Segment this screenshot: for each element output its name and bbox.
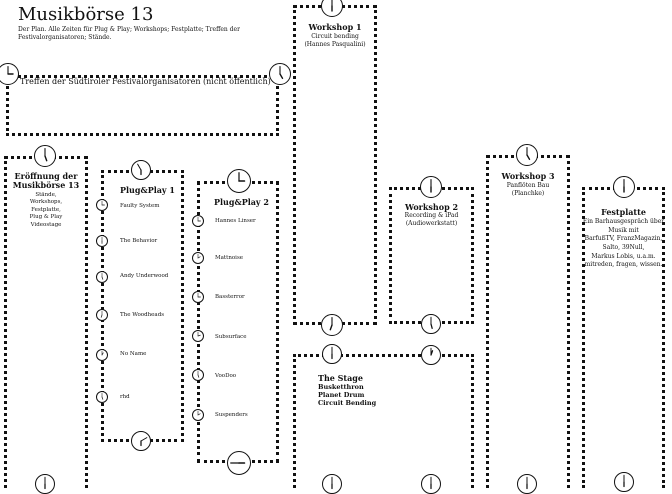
intro-line-1: Der Plan. Alle Zeiten für Plug & Play; W…: [18, 26, 240, 33]
eroeffnung-list: Stände, Workshops, Festplatte, Plug & Pl…: [4, 192, 88, 229]
workshop2-title: Workshop 2: [404, 202, 459, 212]
clock-icon: [321, 314, 343, 336]
festplatte-line: BarfußTV, FranzMagazin,: [584, 235, 663, 243]
eroeffnung-title: Eröffnung der Musikbörse 13: [4, 172, 88, 190]
clock-icon: [96, 391, 108, 403]
clock-icon: [0, 63, 19, 85]
plug1-box: [101, 170, 184, 442]
plug1-act: rhd: [120, 394, 130, 400]
eroeffnung-box: [4, 156, 88, 488]
stage-act: Busketthron: [318, 383, 364, 391]
clock-icon: [96, 349, 108, 361]
clock-icon: [516, 144, 538, 166]
plug2-title: Plug&Play 2: [214, 197, 269, 207]
clock-icon: [192, 330, 204, 342]
clock-icon: [96, 309, 108, 321]
workshop2-box: [389, 187, 474, 324]
clock-icon: [614, 472, 634, 492]
plug2-act: Subsurface: [215, 334, 247, 340]
treffen-box: [6, 75, 279, 136]
clock-icon: [227, 451, 251, 475]
clock-icon: [96, 199, 108, 211]
plug1-title: Plug&Play 1: [120, 185, 175, 195]
festplatte-lines: Ein Barhausgespräch über Musik mit Barfu…: [582, 218, 665, 270]
festplatte-line: mitreden, fragen, wissen.: [584, 261, 663, 269]
eroeffnung-title-line-1: Eröffnung der: [14, 171, 78, 181]
festplatte-title: Festplatte: [601, 207, 646, 217]
festplatte-line: Ein Barhausgespräch über: [582, 218, 665, 225]
intro-line-2: Festivalorganisatoren; Stände.: [18, 34, 112, 42]
stage-act: Planet Drum: [318, 391, 365, 399]
plug1-act: Andy Underwood: [120, 273, 169, 279]
clock-icon: [322, 474, 342, 494]
clock-icon: [322, 344, 342, 364]
clock-icon: [192, 369, 204, 381]
workshop1-line-2: (Hannes Pasqualini): [304, 41, 366, 48]
festplatte-line: Markus Lobis, u.a.m.: [591, 252, 656, 260]
festplatte-line: Musik mit: [608, 226, 639, 234]
clock-icon: [421, 345, 441, 365]
page-title: Musikbörse 13: [18, 4, 154, 25]
plug2-act: Mattnoise: [215, 255, 244, 261]
plug2-act: Hannes Linser: [215, 218, 256, 224]
plug2-act: Suspenders: [215, 412, 248, 418]
clock-icon: [131, 431, 151, 451]
clock-icon: [321, 0, 343, 17]
workshop1-title: Workshop 1: [308, 22, 362, 32]
clock-icon: [96, 271, 108, 283]
festplatte-box: [582, 187, 665, 488]
clock-icon: [269, 63, 291, 85]
eroeffnung-line: Festplatte,: [31, 206, 61, 213]
plug1-act: The Woodheads: [120, 312, 165, 318]
clock-icon: [192, 291, 204, 303]
clock-icon: [96, 235, 108, 247]
clock-icon: [34, 145, 56, 167]
plug1-act: Faulty System: [120, 203, 160, 209]
clock-icon: [421, 474, 441, 494]
treffen-title: Treffen der Südtiroler Festivalorganisat…: [20, 77, 271, 86]
clock-icon: [517, 474, 537, 494]
workshop2-line-2: (Audiowerkstatt): [405, 220, 458, 227]
clock-icon: [192, 215, 204, 227]
workshop3-line-2: (Planchke): [511, 190, 545, 197]
stage-box: [293, 354, 474, 488]
clock-icon: [35, 474, 55, 494]
stage-title: The Stage: [318, 373, 363, 383]
eroeffnung-line: Videostage: [30, 221, 62, 228]
eroeffnung-title-line-2: Musikbörse 13: [12, 179, 80, 190]
festplatte-line: Salto, 39Null,: [602, 244, 645, 252]
clock-icon: [421, 314, 441, 334]
workshop1-box: [293, 5, 377, 325]
plug2-act: VooDoo: [215, 373, 237, 379]
plug1-act: The Behavior: [120, 238, 158, 244]
clock-icon: [192, 409, 204, 421]
clock-icon: [227, 169, 251, 193]
clock-icon: [613, 176, 635, 198]
workshop3-title: Workshop 3: [501, 171, 555, 181]
intro-text: Der Plan. Alle Zeiten für Plug & Play; W…: [18, 26, 248, 42]
eroeffnung-line: Stände,: [35, 192, 57, 198]
clock-icon: [131, 160, 151, 180]
stage-act: Circuit Bending: [318, 399, 377, 407]
eroeffnung-line: Workshops,: [29, 199, 63, 206]
workshop2-line-1: Recording & iPad: [404, 212, 459, 219]
workshop1-line-1: Circuit bending: [311, 33, 359, 40]
plug1-act: No Name: [120, 351, 147, 357]
clock-icon: [192, 252, 204, 264]
clock-icon: [420, 176, 442, 198]
plug2-act: Bassterror: [215, 294, 245, 300]
workshop3-line-1: Panflöten Bau: [506, 182, 550, 189]
workshop3-box: [486, 155, 570, 488]
eroeffnung-line: Plug & Play: [29, 214, 63, 221]
